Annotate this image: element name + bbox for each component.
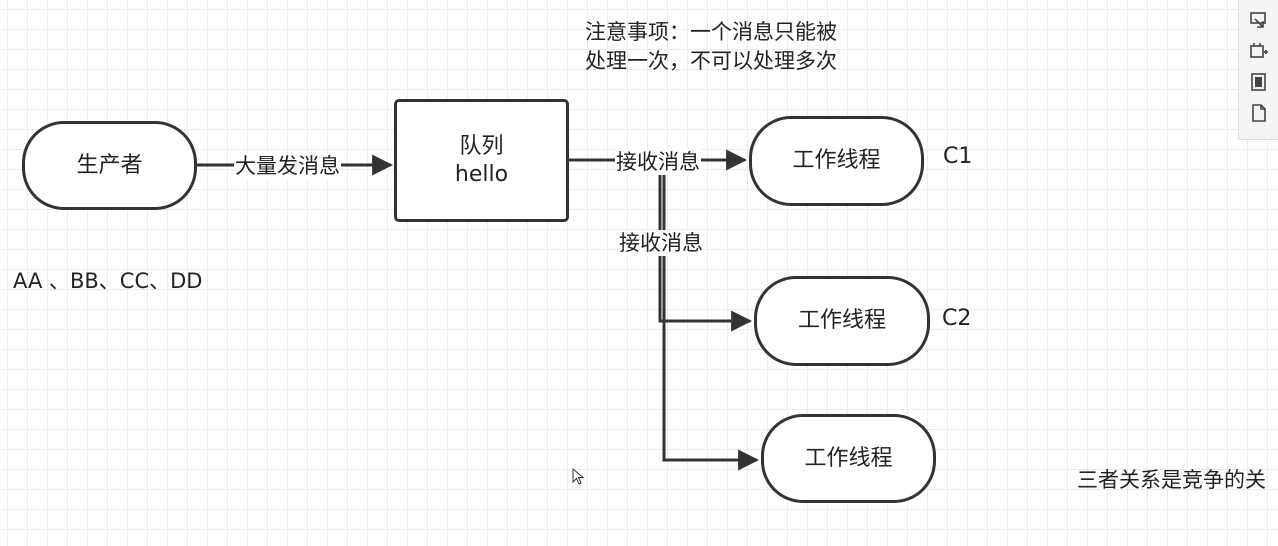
edge-label-receive-1: 接收消息 xyxy=(615,149,701,175)
right-toolbar xyxy=(1238,0,1278,140)
note-line-1: 注意事项：一个消息只能被 xyxy=(585,20,837,44)
page-icon[interactable] xyxy=(1248,102,1270,124)
edge-label-receive-2: 接收消息 xyxy=(618,230,704,256)
worker-node-3[interactable]: 工作线程 xyxy=(761,414,936,503)
edge-queue-to-worker3[interactable] xyxy=(569,158,760,471)
consumer-label-c1: C1 xyxy=(943,144,973,169)
relation-text: 三者关系是竞争的关 xyxy=(1077,468,1266,492)
worker-node-1[interactable]: 工作线程 xyxy=(749,116,924,206)
messages-text: AA 、BB、CC、DD xyxy=(13,269,203,293)
queue-label-line-1: 队列 xyxy=(459,133,504,159)
queue-label-line-2: hello xyxy=(454,161,509,187)
layers-panel-icon[interactable] xyxy=(1248,71,1270,93)
queue-node[interactable]: 队列 hello xyxy=(394,99,569,222)
worker-2-label: 工作线程 xyxy=(797,308,886,333)
consumer-label-c2: C2 xyxy=(942,306,972,331)
producer-node[interactable]: 生产者 xyxy=(22,121,197,210)
worker-node-2[interactable]: 工作线程 xyxy=(754,276,930,366)
note-line-2: 处理一次，不可以处理多次 xyxy=(585,49,837,73)
format-panel-icon[interactable] xyxy=(1248,10,1270,32)
worker-1-label: 工作线程 xyxy=(792,148,881,173)
producer-label: 生产者 xyxy=(76,152,143,178)
outline-panel-icon[interactable] xyxy=(1248,40,1270,62)
worker-3-label: 工作线程 xyxy=(804,445,893,471)
note-text: 注意事项：一个消息只能被 处理一次，不可以处理多次 xyxy=(585,18,837,76)
edge-label-send: 大量发消息 xyxy=(234,153,341,179)
mouse-cursor-icon xyxy=(572,468,585,485)
